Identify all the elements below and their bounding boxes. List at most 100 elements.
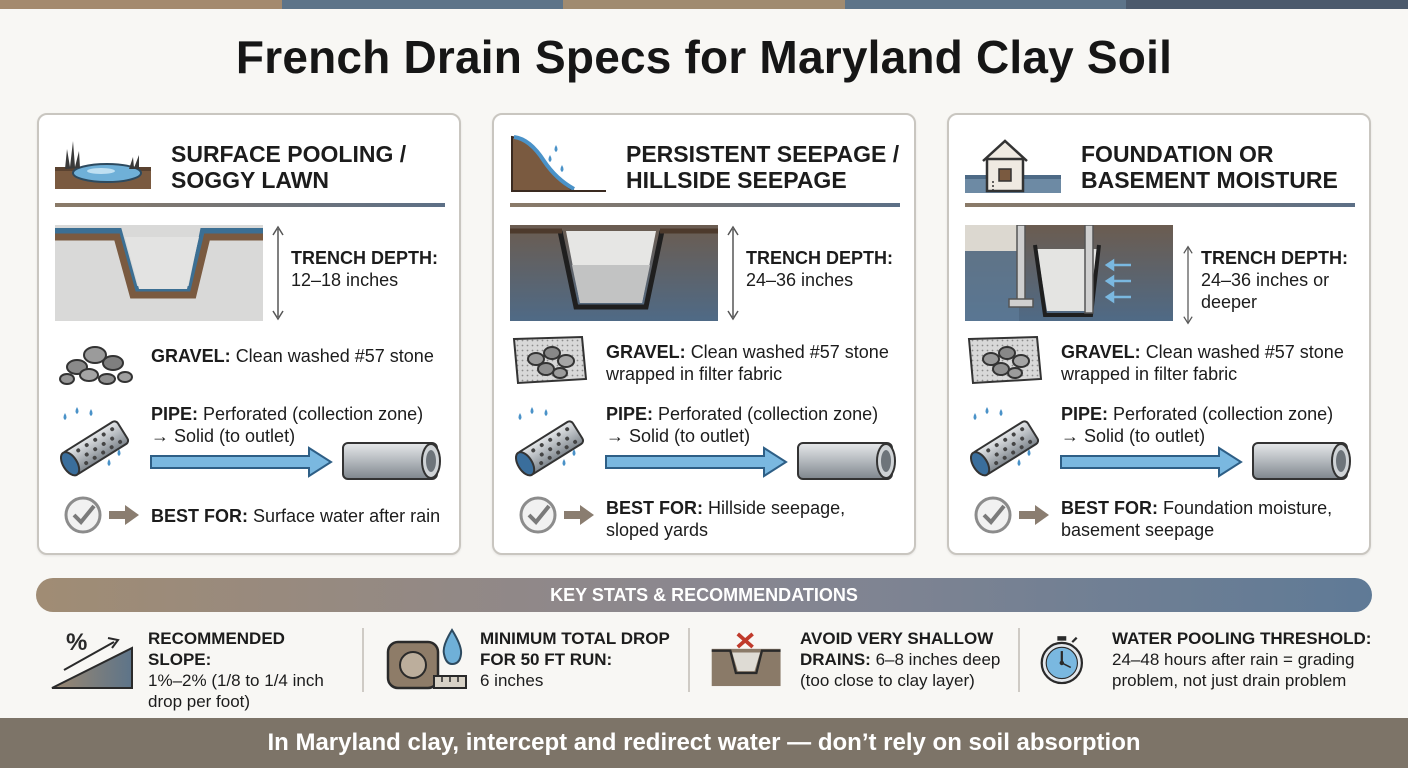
spec-value: wrapped in filter fabric <box>606 364 783 384</box>
card-title-line: SOGGY LAWN <box>171 167 330 193</box>
stat-divider <box>362 628 364 692</box>
depth-arrow-icon <box>1183 245 1193 325</box>
card-divider <box>55 203 445 207</box>
stat-minimum-drop: MINIMUM TOTAL DROP FOR 50 FT RUN: 6 inch… <box>384 624 674 700</box>
stat-label: RECOMMENDED SLOPE: <box>148 629 285 669</box>
stat-divider <box>1018 628 1020 692</box>
tape-measure-drop-icon <box>386 628 467 690</box>
spec-label: TRENCH DEPTH: <box>291 248 438 268</box>
spec-value: → Solid (to outlet) <box>1061 426 1206 446</box>
depth-arrow-icon <box>272 225 284 321</box>
check-arrow-icon <box>519 496 594 534</box>
spec-label: GRAVEL: <box>606 342 686 362</box>
trench-depth-spec: TRENCH DEPTH: 12–18 inches <box>291 247 451 291</box>
card-divider <box>510 203 900 207</box>
spec-label: BEST FOR: <box>606 498 703 518</box>
card-title: SURFACE POOLING / SOGGY LAWN <box>171 141 461 193</box>
perforated-pipe-icon <box>514 407 585 477</box>
spec-value: Clean washed #57 stone <box>1145 342 1344 362</box>
solid-pipe-icon <box>797 442 896 480</box>
stat-label: DRAINS: <box>800 650 871 669</box>
gravel-filter-fabric-icon <box>967 335 1043 385</box>
spec-value: → Solid (to outlet) <box>151 426 296 446</box>
card-title-line: BASEMENT MOISTURE <box>1081 167 1338 193</box>
stat-value: drop per foot) <box>148 692 251 711</box>
stat-value: problem, not just drain problem <box>1112 671 1347 690</box>
spec-label: GRAVEL: <box>151 346 231 366</box>
spec-label: PIPE: <box>151 404 199 424</box>
spec-value: wrapped in filter fabric <box>1061 364 1238 384</box>
pipe-spec: PIPE: Perforated (collection zone) → Sol… <box>606 403 906 447</box>
spec-value: Hillside seepage, <box>708 498 846 518</box>
stripe-segment <box>844 0 1127 9</box>
spec-value: Perforated (collection zone) <box>1113 404 1334 424</box>
stat-text: RECOMMENDED SLOPE: 1%–2% (1/8 to 1/4 inc… <box>148 628 348 712</box>
spec-value: deeper <box>1201 292 1258 312</box>
card-hillside-seepage: PERSISTENT SEEPAGE / HILLSIDE SEEPAGE TR… <box>492 113 916 555</box>
card-header: PERSISTENT SEEPAGE / HILLSIDE SEEPAGE <box>510 131 900 205</box>
shallow-trench-x-icon <box>711 632 781 687</box>
stat-text: AVOID VERY SHALLOW DRAINS: 6–8 inches de… <box>800 628 1010 691</box>
spec-value: Perforated (collection zone) <box>203 404 424 424</box>
stripe-segment <box>0 0 282 9</box>
spec-value: sloped yards <box>606 520 709 540</box>
stat-label: MINIMUM TOTAL DROP <box>480 629 670 648</box>
card-header: SURFACE POOLING / SOGGY LAWN <box>55 131 445 205</box>
spec-value: 12–18 inches <box>291 270 399 290</box>
card-header: FOUNDATION OR BASEMENT MOISTURE <box>965 131 1355 205</box>
stat-text: MINIMUM TOTAL DROP FOR 50 FT RUN: 6 inch… <box>480 628 680 691</box>
solid-pipe-icon <box>342 442 441 480</box>
stat-value: (too close to clay layer) <box>800 671 975 690</box>
spec-label: PIPE: <box>1061 404 1109 424</box>
spec-label: GRAVEL: <box>1061 342 1141 362</box>
top-color-stripe <box>0 0 1408 9</box>
check-arrow-icon <box>64 496 139 534</box>
card-title: FOUNDATION OR BASEMENT MOISTURE <box>1081 141 1371 193</box>
solid-pipe-icon <box>1252 442 1351 480</box>
best-for-spec: BEST FOR: Hillside seepage, sloped yards <box>606 497 906 541</box>
stat-avoid-shallow: AVOID VERY SHALLOW DRAINS: 6–8 inches de… <box>708 624 1008 700</box>
spec-value: → Solid (to outlet) <box>606 426 751 446</box>
stat-pooling-threshold: WATER POOLING THRESHOLD: 24–48 hours aft… <box>1038 624 1378 700</box>
page-title: French Drain Specs for Maryland Clay Soi… <box>235 31 1173 83</box>
depth-arrow-icon <box>727 225 739 321</box>
flow-arrow-icon <box>605 446 788 478</box>
house-foundation-icon <box>965 139 1061 193</box>
deep-trench-diagram <box>510 225 718 321</box>
spec-value: Perforated (collection zone) <box>658 404 879 424</box>
stat-divider <box>688 628 690 692</box>
pipe-spec: PIPE: Perforated (collection zone) → Sol… <box>1061 403 1361 447</box>
pipe-spec: PIPE: Perforated (collection zone) → Sol… <box>151 403 451 447</box>
stripe-segment <box>281 0 564 9</box>
gravel-icon <box>59 346 133 385</box>
gravel-spec: GRAVEL: Clean washed #57 stone <box>151 345 451 367</box>
card-title: PERSISTENT SEEPAGE / HILLSIDE SEEPAGE <box>626 141 916 193</box>
gravel-spec: GRAVEL: Clean washed #57 stone wrapped i… <box>1061 341 1361 385</box>
card-title-line: PERSISTENT SEEPAGE / <box>626 141 900 167</box>
best-for-spec: BEST FOR: Surface water after rain <box>151 505 451 527</box>
stat-value: 6–8 inches deep <box>875 650 1001 669</box>
flow-arrow-icon <box>150 446 333 478</box>
spec-value: 24–36 inches <box>746 270 854 290</box>
stat-label: FOR 50 FT RUN: <box>480 650 613 669</box>
card-title-line: FOUNDATION OR <box>1081 141 1274 167</box>
stat-label: WATER POOLING THRESHOLD: <box>1112 629 1372 648</box>
stat-label: AVOID VERY SHALLOW <box>800 629 994 648</box>
perforated-pipe-icon <box>59 407 130 477</box>
spec-label: BEST FOR: <box>1061 498 1158 518</box>
stripe-segment <box>563 0 845 9</box>
spec-value: Clean washed #57 stone <box>690 342 889 362</box>
spec-label: PIPE: <box>606 404 654 424</box>
check-arrow-icon <box>974 496 1049 534</box>
spec-value: Surface water after rain <box>253 506 441 526</box>
card-divider <box>965 203 1355 207</box>
card-foundation-moisture: FOUNDATION OR BASEMENT MOISTURE TRENCH D… <box>947 113 1371 555</box>
hillside-seep-icon <box>511 135 606 192</box>
stripe-segment <box>1126 0 1408 9</box>
spec-label: TRENCH DEPTH: <box>1201 248 1348 268</box>
spec-value: basement seepage <box>1061 520 1215 540</box>
best-for-spec: BEST FOR: Foundation moisture, basement … <box>1061 497 1361 541</box>
card-title-line: HILLSIDE SEEPAGE <box>626 167 847 193</box>
grass-puddle-icon <box>55 141 151 189</box>
stat-value: 1%–2% (1/8 to 1/4 inch <box>148 671 324 690</box>
